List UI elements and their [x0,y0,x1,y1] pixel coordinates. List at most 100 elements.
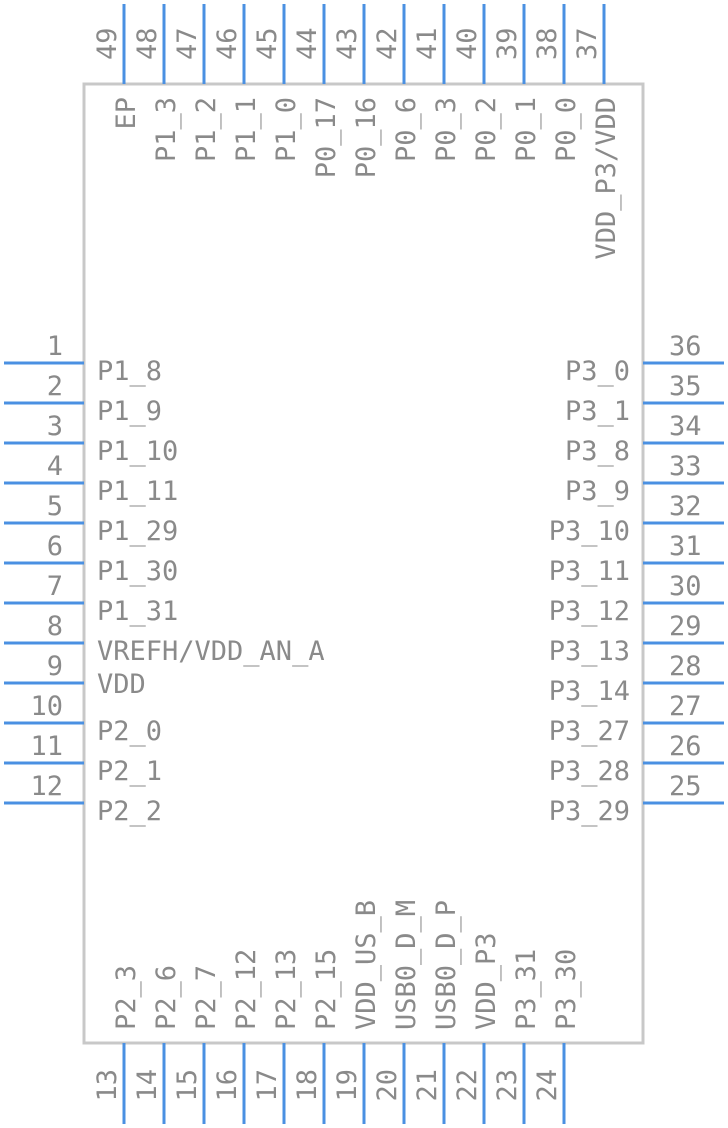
pin-number: 10 [30,691,63,722]
pin-label: P1_9 [97,396,162,427]
pin-number: 43 [332,27,363,60]
pin-label: P2_0 [97,716,162,747]
pin-label: P2_7 [191,965,222,1030]
pin-label: P1_8 [97,356,162,387]
pin-label: P1_3 [151,97,182,162]
pin-number: 2 [47,371,63,402]
pin-number: 28 [669,651,702,682]
pin-number: 24 [532,1069,563,1102]
pin-label: P0_6 [391,97,422,162]
pin-number: 9 [47,651,63,682]
pin-label: P2_3 [111,965,142,1030]
pin-number: 47 [172,27,203,60]
pin-number: 14 [132,1069,163,1102]
pin-label: P3_0 [565,356,630,387]
pin-number: 41 [412,27,443,60]
pin-label: P1_2 [191,97,222,162]
pin-label: P1_1 [231,97,262,162]
pin-number: 17 [252,1069,283,1102]
pin-label: P1_10 [97,436,178,467]
pin-label: P2_15 [311,949,342,1030]
pin-label: P1_31 [97,596,178,627]
pin-label: P1_30 [97,556,178,587]
pin-number: 37 [572,27,603,60]
pin-label: P0_1 [511,97,542,162]
pin-number: 27 [669,691,702,722]
pin-number: 29 [669,611,702,642]
pin-label: P3_12 [549,596,630,627]
pin-number: 15 [172,1069,203,1102]
pin-label: P0_0 [551,97,582,162]
pin-number: 11 [30,731,63,762]
pin-label: P2_6 [151,965,182,1030]
pin-label: P3_1 [565,396,630,427]
pin-number: 21 [412,1069,443,1102]
pin-label: P3_14 [549,676,630,707]
pin-label: VDD [97,669,146,700]
pin-number: 18 [292,1069,323,1102]
pin-label: P3_29 [549,796,630,827]
pin-label: P1_29 [97,516,178,547]
pin-number: 4 [47,451,63,482]
pin-number: 46 [212,27,243,60]
pin-number: 19 [332,1069,363,1102]
pin-number: 5 [47,491,63,522]
pin-label: P3_8 [565,436,630,467]
pin-number: 32 [669,491,702,522]
pin-number: 3 [47,411,63,442]
pin-number: 36 [669,331,702,362]
pin-label: USB0_D_M [391,900,422,1030]
pin-number: 33 [669,451,702,482]
pins-layer: 1P1_82P1_93P1_104P1_115P1_296P1_307P1_31… [4,4,724,1124]
pin-number: 45 [252,27,283,60]
pin-number: 20 [372,1069,403,1102]
pin-number: 12 [30,771,63,802]
pin-label: P3_13 [549,636,630,667]
pin-label: P0_3 [431,97,462,162]
pin-number: 23 [492,1069,523,1102]
pin-label: P0_2 [471,97,502,162]
pin-number: 48 [132,27,163,60]
pin-number: 8 [47,611,63,642]
pin-number: 38 [532,27,563,60]
pin-number: 44 [292,27,323,60]
pin-label: P3_9 [565,476,630,507]
pin-label: VDD_US_B [351,900,382,1030]
pin-number: 16 [212,1069,243,1102]
pin-number: 26 [669,731,702,762]
pin-number: 39 [492,27,523,60]
pin-number: 31 [669,531,702,562]
pin-number: 30 [669,571,702,602]
pin-number: 7 [47,571,63,602]
pin-number: 13 [92,1069,123,1102]
pin-label: P0_16 [351,97,382,178]
pin-number: 6 [47,531,63,562]
pin-label: P3_30 [551,949,582,1030]
pin-label: P2_13 [271,949,302,1030]
pin-label: P2_12 [231,949,262,1030]
pin-label: EP [111,97,142,130]
pin-label: P3_27 [549,716,630,747]
pin-number: 40 [452,27,483,60]
pin-label: P1_11 [97,476,178,507]
pin-label: P3_11 [549,556,630,587]
pin-label: P0_17 [311,97,342,178]
pin-number: 1 [47,331,63,362]
pin-label: VDD_P3/VDD [591,97,622,260]
pin-label: P1_0 [271,97,302,162]
pin-label: P3_31 [511,949,542,1030]
pin-label: USB0_D_P [431,900,462,1030]
pin-label: P3_28 [549,756,630,787]
pin-number: 25 [669,771,702,802]
pin-label: VREFH/VDD_AN_A [97,636,325,667]
pin-number: 22 [452,1069,483,1102]
pin-number: 34 [669,411,702,442]
pin-label: P2_1 [97,756,162,787]
pin-label: VDD_P3 [471,932,502,1030]
pin-number: 35 [669,371,702,402]
pin-number: 42 [372,27,403,60]
pin-label: P3_10 [549,516,630,547]
pin-label: P2_2 [97,796,162,827]
